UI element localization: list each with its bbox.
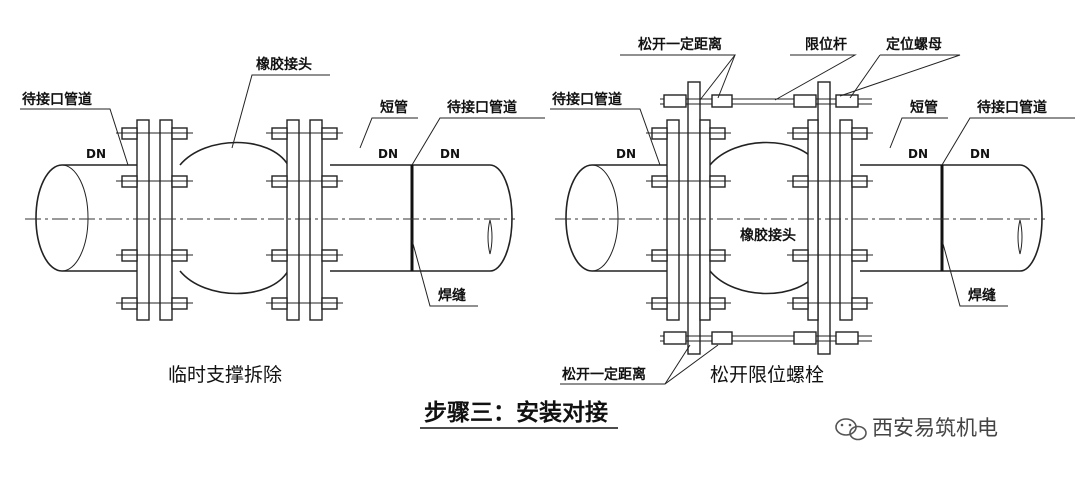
left-label-pipe-right: 待接口管道 xyxy=(447,99,517,116)
right-label-weld: 焊缝 xyxy=(968,287,996,304)
left-bolts xyxy=(116,127,343,310)
right-dn-2: DN xyxy=(908,147,928,161)
right-dn-3: DN xyxy=(970,147,990,161)
left-label-pipe-left: 待接口管道 xyxy=(22,91,92,108)
right-label-rubber-joint: 橡胶接头 xyxy=(740,227,796,244)
wechat-icon xyxy=(835,418,867,441)
right-label-loosen-top: 松开一定距离 xyxy=(638,36,722,53)
watermark-text: 西安易筑机电 xyxy=(872,416,998,440)
left-pipe-right xyxy=(412,164,513,272)
left-dn-3: DN xyxy=(440,147,460,161)
left-caption: 临时支撑拆除 xyxy=(168,364,282,386)
right-label-loosen-bottom: 松开一定距离 xyxy=(562,366,646,383)
left-dn-2: DN xyxy=(378,147,398,161)
right-dn-1: DN xyxy=(616,147,636,161)
left-label-weld: 焊缝 xyxy=(438,287,466,304)
left-pipe-left xyxy=(35,164,137,272)
right-limit-rods xyxy=(660,94,872,345)
right-label-limit-rod: 限位杆 xyxy=(805,36,847,53)
diagram-title: 步骤三：安装对接 xyxy=(424,399,608,426)
left-label-short-pipe: 短管 xyxy=(380,99,408,116)
left-dn-1: DN xyxy=(86,147,106,161)
right-label-pipe-left: 待接口管道 xyxy=(552,91,622,108)
right-bolts xyxy=(646,127,873,310)
right-label-short-pipe: 短管 xyxy=(910,99,938,116)
right-diagram: 松开一定距离 限位杆 定位螺母 待接口管道 短管 待接口管道 橡胶接头 焊缝 松… xyxy=(550,36,1075,386)
left-label-rubber-joint: 橡胶接头 xyxy=(256,56,312,73)
right-label-pipe-right: 待接口管道 xyxy=(977,99,1047,116)
right-rubber-joint-body xyxy=(709,141,819,166)
left-diagram: 待接口管道 橡胶接头 短管 待接口管道 焊缝 DN DN DN 临时支撑拆除 xyxy=(20,56,545,386)
left-rubber-joint-body xyxy=(179,141,289,166)
right-caption: 松开限位螺栓 xyxy=(710,364,824,386)
right-label-locating-nut: 定位螺母 xyxy=(886,36,942,53)
